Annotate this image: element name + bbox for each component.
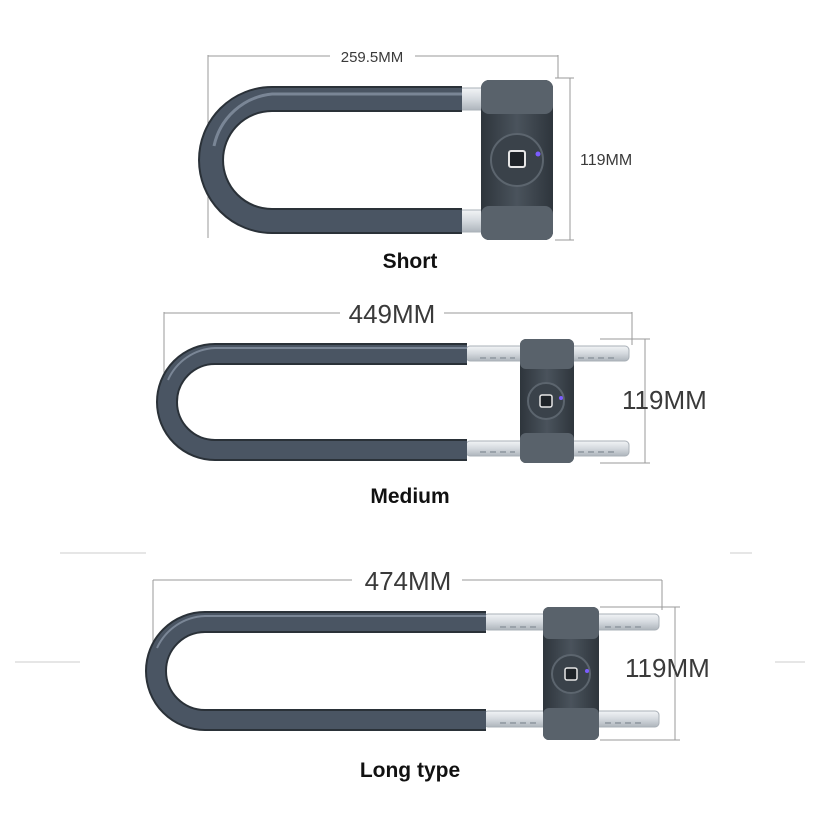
lock-body-top xyxy=(520,339,574,369)
lock-body-bottom xyxy=(481,206,553,240)
lock-caption: Short xyxy=(383,250,438,273)
status-led-icon xyxy=(559,396,563,400)
lock-long: 474MM 119MM Long type xyxy=(145,566,710,782)
length-label: 259.5MM xyxy=(341,49,404,66)
height-label: 119MM xyxy=(625,653,710,683)
shackle-highlight xyxy=(167,347,467,381)
length-label: 474MM xyxy=(365,566,452,596)
fingerprint-sensor-icon xyxy=(539,394,553,408)
length-label: 449MM xyxy=(349,299,436,329)
lock-caption: Long type xyxy=(360,759,460,782)
shackle-outline xyxy=(156,343,467,461)
fingerprint-sensor-icon xyxy=(564,667,578,681)
height-dimension xyxy=(555,77,574,241)
fingerprint-sensor-icon xyxy=(508,150,526,168)
lock-body-bottom xyxy=(520,433,574,463)
shackle xyxy=(200,88,462,232)
shackle xyxy=(158,345,467,459)
height-label: 119MM xyxy=(622,385,707,415)
shackle xyxy=(147,613,486,729)
height-label: 119MM xyxy=(580,152,632,169)
lock-body-top xyxy=(543,607,599,639)
lock-medium: 449MM 119MM Medium xyxy=(156,299,707,508)
lock-short: 259.5MM 119MM Short xyxy=(198,49,632,273)
height-dimension xyxy=(600,338,650,464)
shackle-outline xyxy=(145,611,486,731)
lock-body-bottom xyxy=(543,708,599,740)
height-dimension xyxy=(600,606,680,741)
status-led-icon xyxy=(585,669,589,673)
shackle-highlight xyxy=(212,92,462,147)
status-led-icon xyxy=(535,151,541,157)
length-dimension xyxy=(152,579,663,650)
shackle-highlight xyxy=(156,615,486,649)
shackle-outline xyxy=(198,86,462,234)
lock-caption: Medium xyxy=(370,485,449,508)
lock-body-top xyxy=(481,80,553,114)
separator-lines xyxy=(15,552,805,663)
